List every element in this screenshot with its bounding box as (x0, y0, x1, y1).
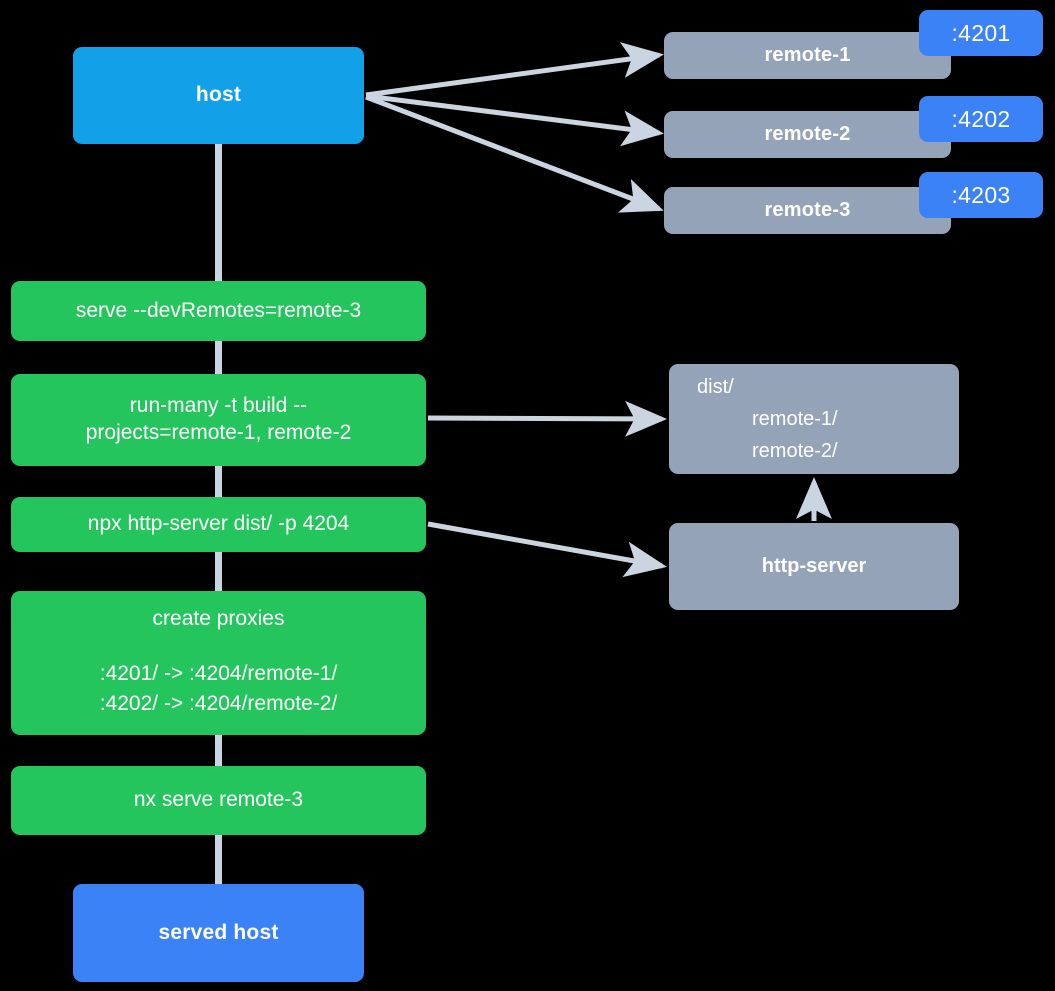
port-badge-remote-2-label: :4202 (951, 105, 1011, 132)
command-npx-http-server-label: npx http-server dist/ -p 4204 (87, 512, 350, 536)
node-remote-1[interactable]: remote-1 (664, 32, 951, 79)
command-create-proxies-title: create proxies (152, 607, 285, 631)
edge-host-to-remote-1 (365, 42, 664, 98)
port-badge-remote-3-label: :4203 (951, 181, 1011, 208)
proxy-rule-1: :4201/ -> :4204/remote-1/ (99, 662, 338, 685)
edge-host-to-remote-3 (365, 94, 664, 213)
node-http-server-label: http-server (761, 554, 867, 577)
command-npx-http-server[interactable]: npx http-server dist/ -p 4204 (11, 497, 426, 552)
node-remote-2-label: remote-2 (764, 122, 851, 145)
node-served-host[interactable]: served host (73, 884, 364, 982)
dist-folder-tree: dist/ remote-1/ remote-2/ (669, 371, 959, 467)
edge-npx-to-httpserver (427, 521, 667, 578)
edge-host-to-remote-2 (365, 93, 664, 147)
command-run-many-build[interactable]: run-many -t build -- projects=remote-1, … (11, 374, 426, 466)
node-served-host-label: served host (158, 920, 279, 944)
port-badge-remote-1: :4201 (919, 10, 1043, 56)
port-badge-remote-3: :4203 (919, 172, 1043, 218)
dist-child-remote-1: remote-1/ (752, 408, 838, 430)
command-nx-serve-remote-3-label: nx serve remote-3 (133, 788, 304, 812)
dist-root-label: dist/ (697, 376, 734, 398)
command-run-many-build-line1: run-many -t build -- (129, 394, 308, 418)
edge-runmany-to-dist (427, 400, 667, 437)
node-host[interactable]: host (73, 47, 364, 144)
port-badge-remote-2: :4202 (919, 96, 1043, 142)
dist-child-remote-2: remote-2/ (752, 440, 838, 462)
command-run-many-build-line2: projects=remote-1, remote-2 (85, 421, 352, 444)
node-http-server[interactable]: http-server (669, 523, 959, 610)
command-serve-dev-remotes[interactable]: serve --devRemotes=remote-3 (11, 281, 426, 341)
node-remote-1-label: remote-1 (764, 43, 851, 66)
command-nx-serve-remote-3[interactable]: nx serve remote-3 (11, 766, 426, 835)
node-remote-3[interactable]: remote-3 (664, 187, 951, 234)
node-remote-2[interactable]: remote-2 (664, 111, 951, 158)
node-dist-folder[interactable]: dist/ remote-1/ remote-2/ (669, 364, 959, 474)
node-remote-3-label: remote-3 (764, 198, 851, 221)
command-create-proxies[interactable]: create proxies :4201/ -> :4204/remote-1/… (11, 591, 426, 735)
port-badge-remote-1-label: :4201 (951, 19, 1011, 46)
command-serve-dev-remotes-label: serve --devRemotes=remote-3 (75, 298, 362, 322)
node-host-label: host (195, 83, 242, 107)
proxy-rule-2: :4202/ -> :4204/remote-2/ (99, 692, 338, 716)
